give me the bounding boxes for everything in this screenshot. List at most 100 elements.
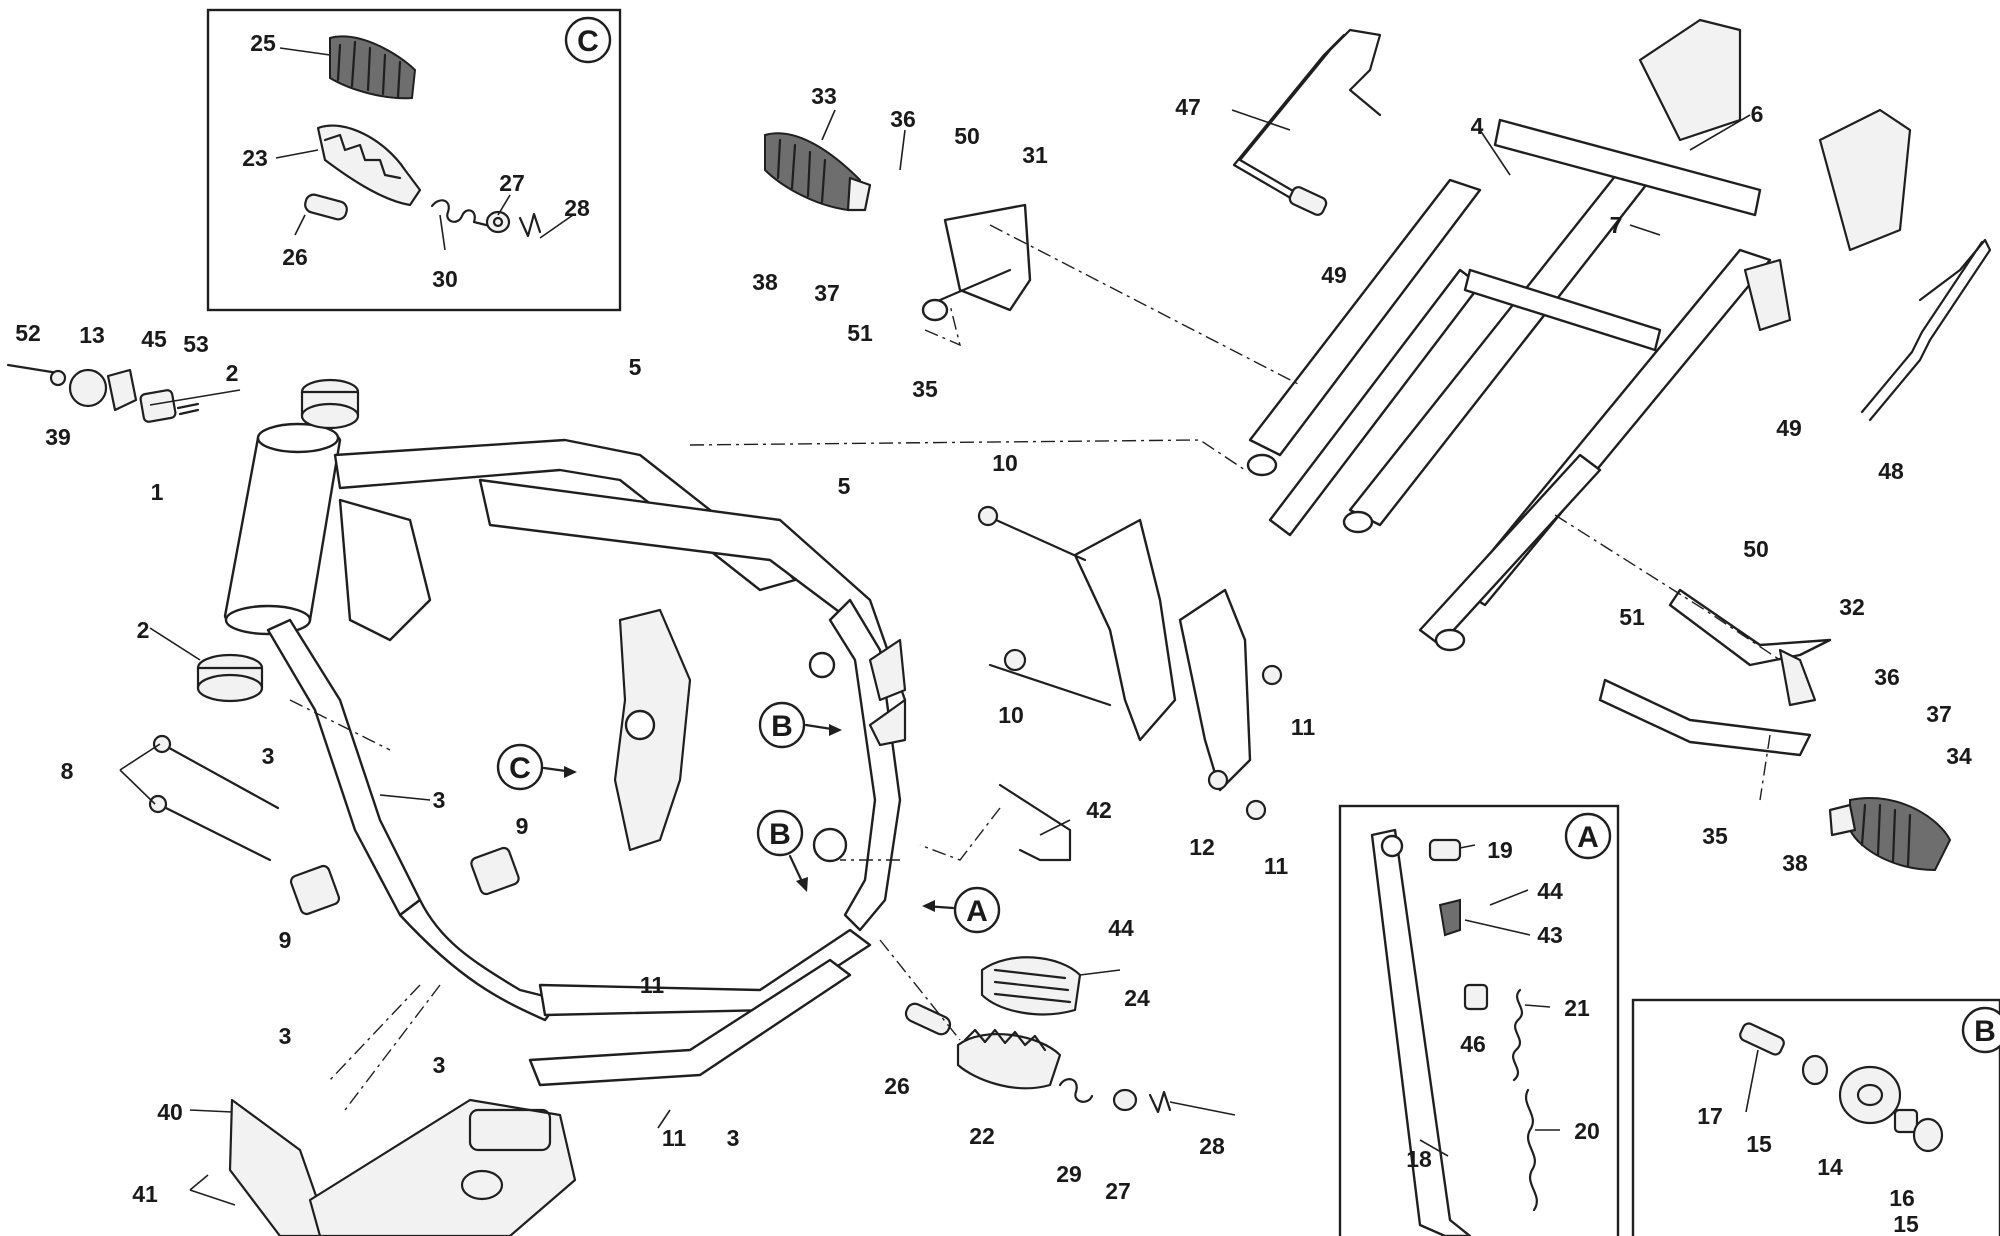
grab-handle-47 <box>1238 28 1382 197</box>
callout-50-top: 50 <box>954 123 980 149</box>
callout-29: 29 <box>1056 1161 1082 1187</box>
detail-label-c: C <box>577 25 599 58</box>
callout-4: 4 <box>1471 113 1484 139</box>
callout-36-top: 36 <box>890 106 916 132</box>
callout-19: 19 <box>1487 837 1513 863</box>
bolt-17 <box>1739 1022 1785 1056</box>
callout-43: 43 <box>1537 922 1563 948</box>
footpeg-bracket-31 <box>921 203 1032 322</box>
callout-48: 48 <box>1878 458 1904 484</box>
callout-31: 31 <box>1022 142 1048 168</box>
callout-26-bottom: 26 <box>884 1073 910 1099</box>
callout-18: 18 <box>1406 1146 1432 1172</box>
ref-marker-b2: B <box>769 818 791 851</box>
callout-15-right: 15 <box>1893 1211 1919 1236</box>
callout-52: 52 <box>15 320 41 346</box>
engine-mount-plates <box>977 505 1283 821</box>
callout-8: 8 <box>61 758 74 784</box>
callout-35-right: 35 <box>1702 823 1728 849</box>
callout-9-top: 9 <box>516 813 529 839</box>
main-frame <box>196 378 907 1087</box>
callout-10-bottom: 10 <box>998 702 1024 728</box>
callout-1: 1 <box>151 479 164 505</box>
footpeg-33 <box>764 132 872 212</box>
skid-plate-40 <box>228 1098 577 1236</box>
bracket-42 <box>998 783 1072 862</box>
spacer-14 <box>1838 1065 1902 1125</box>
bolts-spacers <box>148 734 1072 916</box>
callout-22: 22 <box>969 1123 995 1149</box>
callout-51-right: 51 <box>1619 604 1645 630</box>
ref-marker-a: A <box>966 895 988 928</box>
callout-13: 13 <box>79 322 105 348</box>
side-stand-18 <box>1370 828 1472 1236</box>
callout-3-b: 3 <box>433 787 446 813</box>
callout-47: 47 <box>1175 94 1201 120</box>
spring-30 <box>430 199 492 228</box>
callout-49-top: 49 <box>1321 262 1347 288</box>
callout-41: 41 <box>132 1181 158 1207</box>
callout-53: 53 <box>183 331 209 357</box>
callout-37-right: 37 <box>1926 701 1952 727</box>
ref-marker-b1: B <box>771 710 793 743</box>
bearing-15 <box>1801 1054 1829 1086</box>
callout-26-c: 26 <box>282 244 308 270</box>
leader-lines <box>119 47 1759 1206</box>
callout-44-box-a: 44 <box>1537 878 1563 904</box>
callout-23: 23 <box>242 145 268 171</box>
grab-handle-48 <box>1868 238 1992 422</box>
ref-marker-c: C <box>509 752 531 785</box>
clip-28 <box>518 212 542 238</box>
callout-6: 6 <box>1751 101 1764 127</box>
callout-45: 45 <box>141 326 167 352</box>
callout-37-top: 37 <box>814 280 840 306</box>
callout-34: 34 <box>1946 743 1972 769</box>
callout-3-c: 3 <box>279 1023 292 1049</box>
reference-markers: A B B C <box>496 701 1001 934</box>
callout-5-left: 5 <box>629 354 642 380</box>
detail-label-a: A <box>1577 821 1599 854</box>
callout-38-top: 38 <box>752 269 778 295</box>
steering-head-tube <box>223 425 342 633</box>
bolt-19 <box>1428 838 1462 862</box>
footpeg-rubber-24 <box>980 956 1082 1016</box>
bracket-43 <box>1438 898 1461 937</box>
detail-box-a: A <box>1338 804 1620 1236</box>
callout-11-right-bottom: 11 <box>1264 853 1289 879</box>
callout-3-a: 3 <box>262 743 275 769</box>
callout-9-bottom: 9 <box>279 927 292 953</box>
detail-label-b: B <box>1974 1015 1996 1048</box>
callout-2-top: 2 <box>226 360 239 386</box>
callout-numbers: 52 13 45 53 39 1 2 2 25 23 26 30 27 28 3… <box>15 30 1972 1236</box>
callout-17: 17 <box>1697 1103 1723 1129</box>
callout-11-center: 11 <box>640 972 665 998</box>
callout-27-c: 27 <box>499 170 525 196</box>
bolt-46 <box>1463 983 1489 1011</box>
grab-handles <box>1232 28 1992 422</box>
pin-26 <box>304 193 348 221</box>
callout-21: 21 <box>1564 995 1590 1021</box>
callout-50-right: 50 <box>1743 536 1769 562</box>
callout-36-right: 36 <box>1874 664 1900 690</box>
callout-30: 30 <box>432 266 458 292</box>
bushing-16 <box>1893 1108 1919 1134</box>
callout-35-top: 35 <box>912 376 938 402</box>
callout-14: 14 <box>1817 1154 1843 1180</box>
callout-33: 33 <box>811 83 837 109</box>
footpeg-bracket-32 <box>1598 588 1832 757</box>
callout-28-bottom: 28 <box>1199 1133 1225 1159</box>
callout-3-e: 3 <box>727 1125 740 1151</box>
bearing-15b <box>1912 1117 1944 1153</box>
assembly-lines <box>289 224 1781 1111</box>
callout-25: 25 <box>250 30 276 56</box>
steering-lock-parts <box>6 363 200 423</box>
detail-box-b: B <box>1631 998 2000 1236</box>
callout-38-right: 38 <box>1782 850 1808 876</box>
callout-11-right-top: 11 <box>1291 714 1316 740</box>
callout-51-top: 51 <box>847 320 873 346</box>
footpeg-22 <box>904 1002 1172 1114</box>
callout-7: 7 <box>1610 212 1623 238</box>
callout-2-bottom: 2 <box>137 617 150 643</box>
callout-11-bottom: 11 <box>662 1125 687 1151</box>
